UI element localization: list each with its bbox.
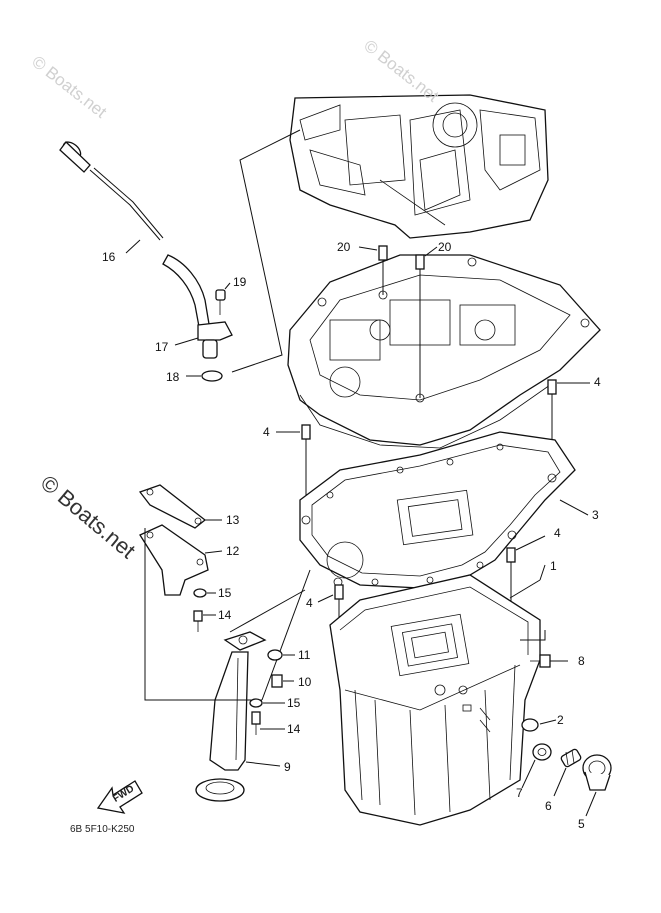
callout-17: 17 (155, 340, 169, 354)
callout-4b: 4 (263, 425, 270, 439)
oil-pan (329, 574, 541, 826)
dowel-pin-4-right (547, 379, 557, 395)
callout-9: 9 (284, 760, 291, 774)
callout-13: 13 (226, 513, 240, 527)
callout-16: 16 (102, 250, 116, 264)
callout-20b: 20 (438, 240, 452, 254)
callout-8: 8 (578, 654, 585, 668)
washer-15b (249, 698, 285, 708)
callout-15a: 15 (218, 586, 232, 600)
bolt-10 (271, 674, 294, 688)
callout-19: 19 (233, 275, 247, 289)
dowel-pin-20b (415, 254, 425, 270)
oil-strainer-9 (195, 631, 281, 802)
callout-1: 1 (550, 559, 557, 573)
dipstick-16 (59, 141, 164, 254)
gasket-13 (138, 484, 222, 529)
upper-oil-housing (287, 254, 601, 449)
bolt-14b (251, 711, 285, 735)
oil-pan-gasket (299, 431, 576, 589)
dowel-pin-20a (378, 245, 388, 261)
dowel-pin-4-left (301, 424, 311, 440)
callout-14a: 14 (218, 608, 232, 622)
callout-3: 3 (592, 508, 599, 522)
callout-15b: 15 (287, 696, 301, 710)
callout-10: 10 (298, 675, 312, 689)
bolt-14a (193, 610, 216, 632)
hose-fitting-5 (582, 754, 612, 817)
callout-4d: 4 (306, 596, 313, 610)
fitting-6 (553, 748, 582, 797)
crankcase-block (289, 94, 549, 239)
callout-5: 5 (578, 817, 585, 831)
o-ring-11 (267, 649, 295, 661)
oil-pipe-12 (139, 524, 223, 596)
dowel-pin-4-lower-left (334, 584, 344, 600)
bolt-8 (530, 654, 568, 668)
callout-4a: 4 (594, 375, 601, 389)
callout-14b: 14 (287, 722, 301, 736)
callout-18: 18 (166, 370, 180, 384)
washer-7 (521, 743, 552, 789)
callout-4c: 4 (554, 526, 561, 540)
dowel-pin-4-lower-right (506, 547, 516, 563)
forward-arrow-icon: FWD (96, 780, 143, 814)
dipstick-guide-17 (162, 254, 233, 359)
drawing-code: 6B 5F10-K250 (70, 824, 135, 835)
callout-20a: 20 (337, 240, 351, 254)
callout-2: 2 (557, 713, 564, 727)
washer-15a (193, 588, 216, 598)
callout-11: 11 (298, 648, 311, 662)
callout-6: 6 (545, 799, 552, 813)
bolt-19 (215, 282, 231, 315)
drain-plug-2 (521, 718, 557, 732)
callout-12: 12 (226, 544, 240, 558)
o-ring-18 (186, 370, 223, 382)
callout-7: 7 (516, 786, 523, 800)
